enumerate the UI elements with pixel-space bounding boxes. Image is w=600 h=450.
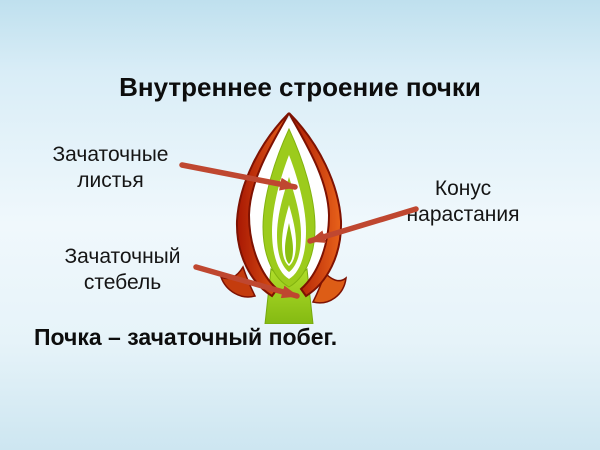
- label-rudimentary-stem: Зачаточный стебель: [64, 245, 181, 295]
- right-bud-scale: [288, 112, 343, 298]
- label-growth-cone: Конус нарастания: [406, 177, 520, 227]
- slide-caption: Почка – зачаточный побег.: [34, 324, 338, 350]
- slide-title: Внутреннее строение почки: [119, 72, 481, 102]
- growth-cone-shape: [285, 223, 293, 264]
- label-rudimentary-leaves: Зачаточные листья: [52, 143, 169, 193]
- right-basal-scale: [311, 271, 347, 304]
- bud-diagram: [219, 112, 347, 324]
